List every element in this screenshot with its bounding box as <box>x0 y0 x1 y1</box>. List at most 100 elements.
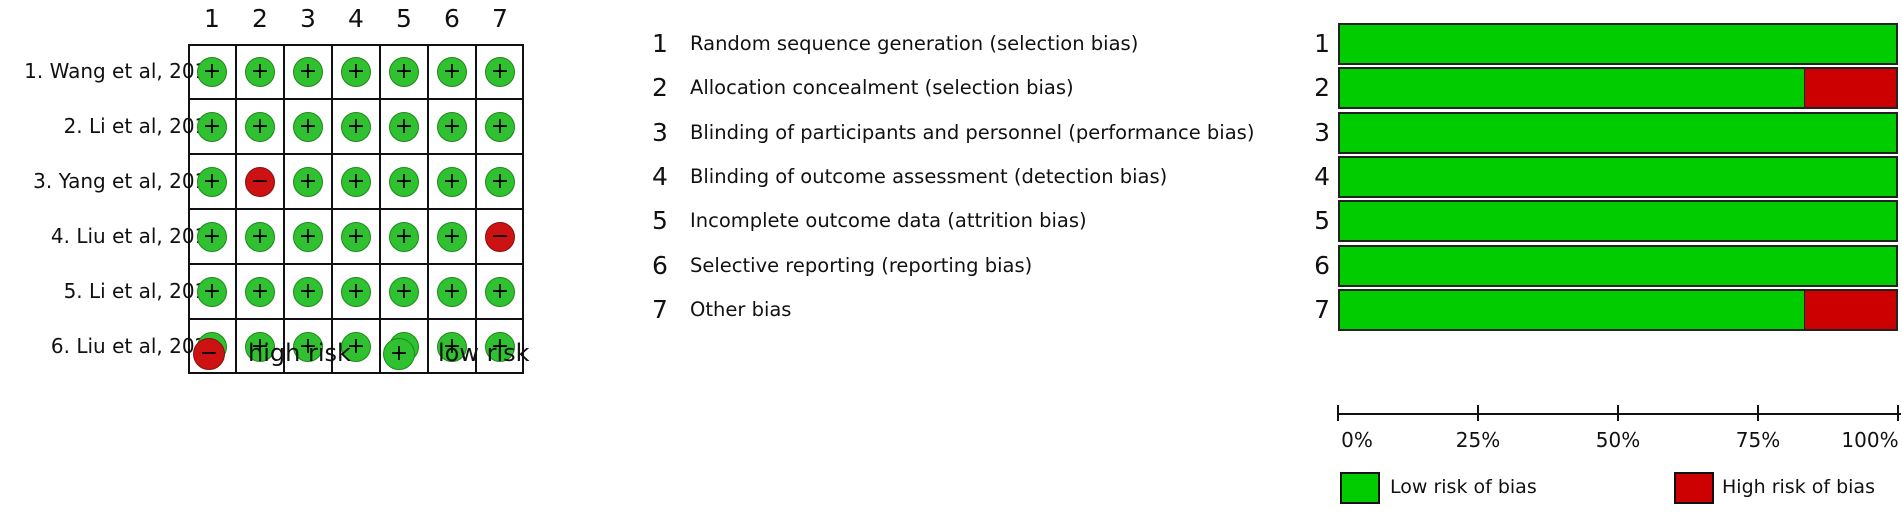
column-header: 4 <box>348 4 364 33</box>
study-label: 5. Li et al, 2019 <box>63 278 220 303</box>
low-risk-dot: + <box>389 111 419 142</box>
low-risk-dot: + <box>197 166 227 197</box>
domain-label: Selective reporting (reporting bias) <box>690 253 1033 277</box>
bar-high-risk <box>1804 288 1898 331</box>
domain-label: Blinding of outcome assessment (detectio… <box>690 164 1168 188</box>
bar-category-label: 4 <box>1314 161 1330 191</box>
bar-low-risk <box>1338 200 1898 243</box>
low-risk-dot: + <box>437 331 467 362</box>
low-risk-dot: + <box>197 56 227 87</box>
grid-line-horizontal <box>188 263 524 265</box>
x-axis-tick <box>1757 405 1759 421</box>
domain-number: 4 <box>652 161 668 191</box>
column-header: 7 <box>492 4 508 33</box>
study-label: 3. Yang et al, 2016 <box>33 168 220 193</box>
x-tick-label: 25% <box>1455 428 1501 452</box>
domain-number: 3 <box>652 117 668 147</box>
column-header: 5 <box>396 4 412 33</box>
legend-label: Low risk of bias <box>1390 476 1537 498</box>
study-label: 4. Liu et al, 2017 <box>50 223 220 248</box>
legend-label: low risk <box>438 339 530 367</box>
high-risk-legend-dot: − <box>193 338 225 370</box>
x-axis-tick <box>1477 405 1479 421</box>
low-risk-dot: + <box>197 221 227 252</box>
x-tick-label: 0% <box>1341 428 1373 452</box>
x-axis-line <box>1338 413 1901 415</box>
bar-low-risk <box>1338 111 1898 154</box>
x-axis-tick <box>1337 405 1339 421</box>
bar-category-label: 6 <box>1314 250 1330 280</box>
x-tick-label: 100% <box>1841 428 1899 452</box>
low-risk-dot: + <box>389 276 419 307</box>
low-risk-dot: + <box>437 221 467 252</box>
low-risk-dot: + <box>197 111 227 142</box>
bar-low-risk <box>1338 67 1805 110</box>
low-risk-dot: + <box>341 221 371 252</box>
low-risk-dot: + <box>245 56 275 87</box>
column-header: 6 <box>444 4 460 33</box>
bar-category-label: 2 <box>1314 73 1330 103</box>
legend-swatch <box>1340 472 1380 504</box>
low-risk-dot: + <box>485 56 515 87</box>
bar-low-risk <box>1338 155 1898 198</box>
low-risk-dot: + <box>437 166 467 197</box>
legend-swatch <box>1674 472 1714 504</box>
domain-label: Other bias <box>690 297 792 321</box>
high-risk-dot: − <box>245 166 275 197</box>
low-risk-dot: + <box>437 276 467 307</box>
bar-high-risk <box>1804 67 1898 110</box>
low-risk-dot: + <box>485 276 515 307</box>
domain-label: Random sequence generation (selection bi… <box>690 32 1139 55</box>
x-tick-label: 50% <box>1595 428 1641 452</box>
low-risk-dot: + <box>245 221 275 252</box>
low-risk-dot: + <box>245 276 275 307</box>
low-risk-dot: + <box>341 111 371 142</box>
high-risk-dot: − <box>485 221 515 252</box>
column-header: 2 <box>252 4 268 33</box>
study-label: 2. Li et al, 2016 <box>63 113 220 138</box>
legend-label: High risk of bias <box>1722 476 1875 498</box>
low-risk-legend-dot: + <box>383 338 415 370</box>
bar-category-label: 7 <box>1314 294 1330 324</box>
low-risk-dot: + <box>341 166 371 197</box>
low-risk-dot: + <box>245 111 275 142</box>
domain-number: 5 <box>652 206 668 236</box>
bar-low-risk <box>1338 244 1898 287</box>
study-label: 6. Liu et al, 2021 <box>50 333 220 358</box>
bar-low-risk <box>1338 288 1805 331</box>
low-risk-dot: + <box>389 166 419 197</box>
column-header: 3 <box>300 4 316 33</box>
grid-line-horizontal <box>188 98 524 100</box>
low-risk-dot: + <box>197 276 227 307</box>
low-risk-dot: + <box>485 166 515 197</box>
study-label: 1. Wang et al, 2016 <box>24 58 220 83</box>
low-risk-dot: + <box>389 56 419 87</box>
low-risk-dot: + <box>293 331 323 362</box>
bar-low-risk <box>1338 23 1898 65</box>
bar-category-label: 5 <box>1314 206 1330 236</box>
low-risk-dot: + <box>341 331 371 362</box>
bar-category-label: 1 <box>1314 29 1330 58</box>
domain-label: Allocation concealment (selection bias) <box>690 76 1074 100</box>
low-risk-dot: + <box>437 111 467 142</box>
low-risk-dot: + <box>293 276 323 307</box>
domain-label: Incomplete outcome data (attrition bias) <box>690 209 1087 233</box>
low-risk-dot: + <box>485 111 515 142</box>
grid-line-horizontal <box>188 318 524 320</box>
bar-category-label: 3 <box>1314 117 1330 147</box>
grid-line-horizontal <box>188 208 524 210</box>
x-axis-tick <box>1897 405 1899 421</box>
grid-line-horizontal <box>188 153 524 155</box>
domain-number: 7 <box>652 294 668 324</box>
low-risk-dot: + <box>293 56 323 87</box>
low-risk-dot: + <box>245 331 275 362</box>
domain-number: 2 <box>652 73 668 103</box>
low-risk-dot: + <box>293 166 323 197</box>
low-risk-dot: + <box>437 56 467 87</box>
low-risk-dot: + <box>341 56 371 87</box>
domain-label: Blinding of participants and personnel (… <box>690 120 1255 144</box>
x-tick-label: 75% <box>1735 428 1781 452</box>
domain-number: 1 <box>652 29 668 58</box>
x-axis-tick <box>1617 405 1619 421</box>
low-risk-dot: + <box>389 221 419 252</box>
